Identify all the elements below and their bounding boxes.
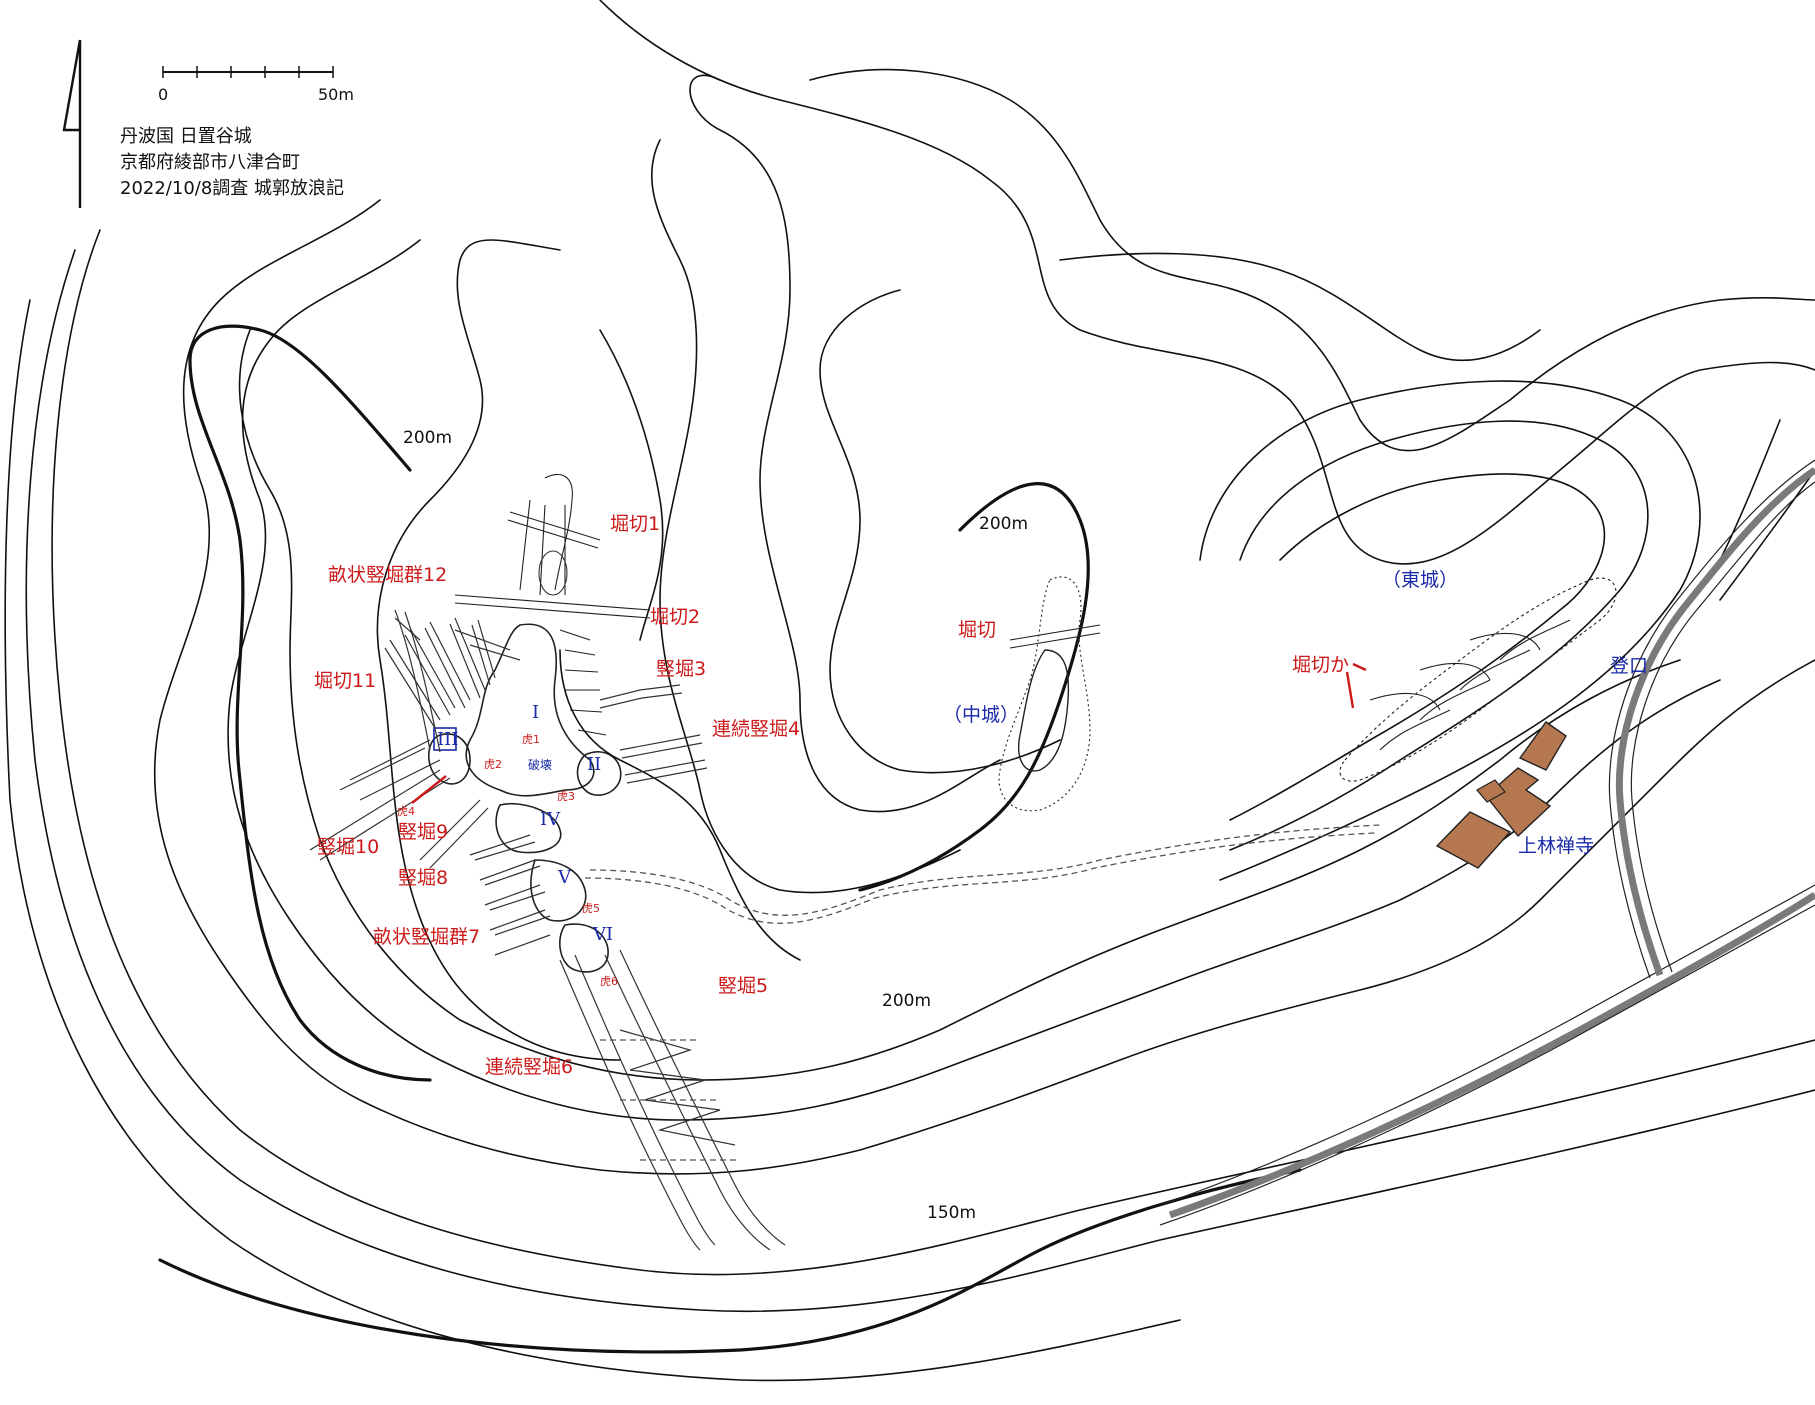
title-line-3: 2022/10/8調査 城郭放浪記 — [120, 178, 344, 199]
scale-end-label: 50m — [318, 85, 354, 104]
elevation-label-200-south: 200m — [882, 991, 931, 1011]
middle-castle — [998, 576, 1101, 812]
gate-4-pointer — [411, 775, 447, 804]
trail-path — [589, 824, 1381, 916]
main-castle-earthworks — [309, 473, 786, 1251]
label-horikiri-11: 堀切11 — [314, 670, 376, 692]
label-gate-3: 虎3 — [557, 790, 575, 803]
label-enclosure-vi: VI — [592, 924, 613, 945]
label-horikiri-1: 堀切1 — [610, 513, 660, 535]
roads — [1159, 459, 1815, 1226]
label-enclosure-iii: III — [437, 729, 458, 750]
north-arrow — [62, 39, 82, 208]
elevation-label-150: 150m — [927, 1203, 976, 1223]
elevation-label-200-west: 200m — [403, 428, 452, 448]
east-castle — [1339, 577, 1617, 782]
contour-lines — [4, 0, 1815, 1382]
elevation-label-200-middle: 200m — [979, 514, 1028, 534]
label-entrance: 登口 — [1610, 655, 1648, 677]
label-gate-5: 虎5 — [582, 902, 600, 915]
label-tatebori-5: 竪堀5 — [718, 975, 768, 997]
label-gate-4: 虎4 — [397, 805, 415, 818]
label-tatebori-9: 竪堀9 — [398, 821, 448, 843]
title-line-1: 丹波国 日置谷城 — [120, 126, 252, 147]
label-gate-2: 虎2 — [484, 758, 502, 771]
label-tatebori-3: 竪堀3 — [656, 658, 706, 680]
label-destroyed: 破壊 — [528, 757, 552, 772]
label-horikiri-2: 堀切2 — [650, 606, 700, 628]
label-horikiri-middle: 堀切 — [958, 619, 996, 641]
label-gate-6: 虎6 — [600, 975, 618, 988]
label-renzoku-tatebori-6: 連続竪堀6 — [485, 1056, 573, 1078]
label-middle-castle: （中城） — [943, 704, 1019, 726]
label-east-castle: （東城） — [1382, 569, 1458, 591]
label-gate-1: 虎1 — [522, 733, 540, 746]
title-line-2: 京都府綾部市八津合町 — [120, 152, 300, 173]
label-horikiri-east: 堀切か — [1292, 654, 1349, 676]
map-title: 丹波国 日置谷城 京都府綾部市八津合町 2022/10/8調査 城郭放浪記 — [120, 126, 344, 199]
label-unejo-tatebori-7: 畝状竪堀群7 — [373, 926, 480, 948]
label-enclosure-ii: II — [587, 754, 601, 775]
label-temple: 上林禅寺 — [1518, 835, 1594, 857]
label-unejo-tatebori-12: 畝状竪堀群12 — [328, 564, 447, 586]
scale-start-label: 0 — [158, 85, 168, 104]
label-tatebori-8: 竪堀8 — [398, 867, 448, 889]
label-enclosure-v: V — [557, 867, 572, 888]
scale-bar: 0 50m — [158, 66, 354, 104]
label-enclosure-i: I — [532, 702, 539, 723]
label-renzoku-tatebori-4: 連続竪堀4 — [712, 718, 800, 740]
label-enclosure-iv: IV — [540, 809, 561, 830]
temple-buildings — [1435, 721, 1567, 869]
label-tatebori-10: 竪堀10 — [317, 836, 379, 858]
